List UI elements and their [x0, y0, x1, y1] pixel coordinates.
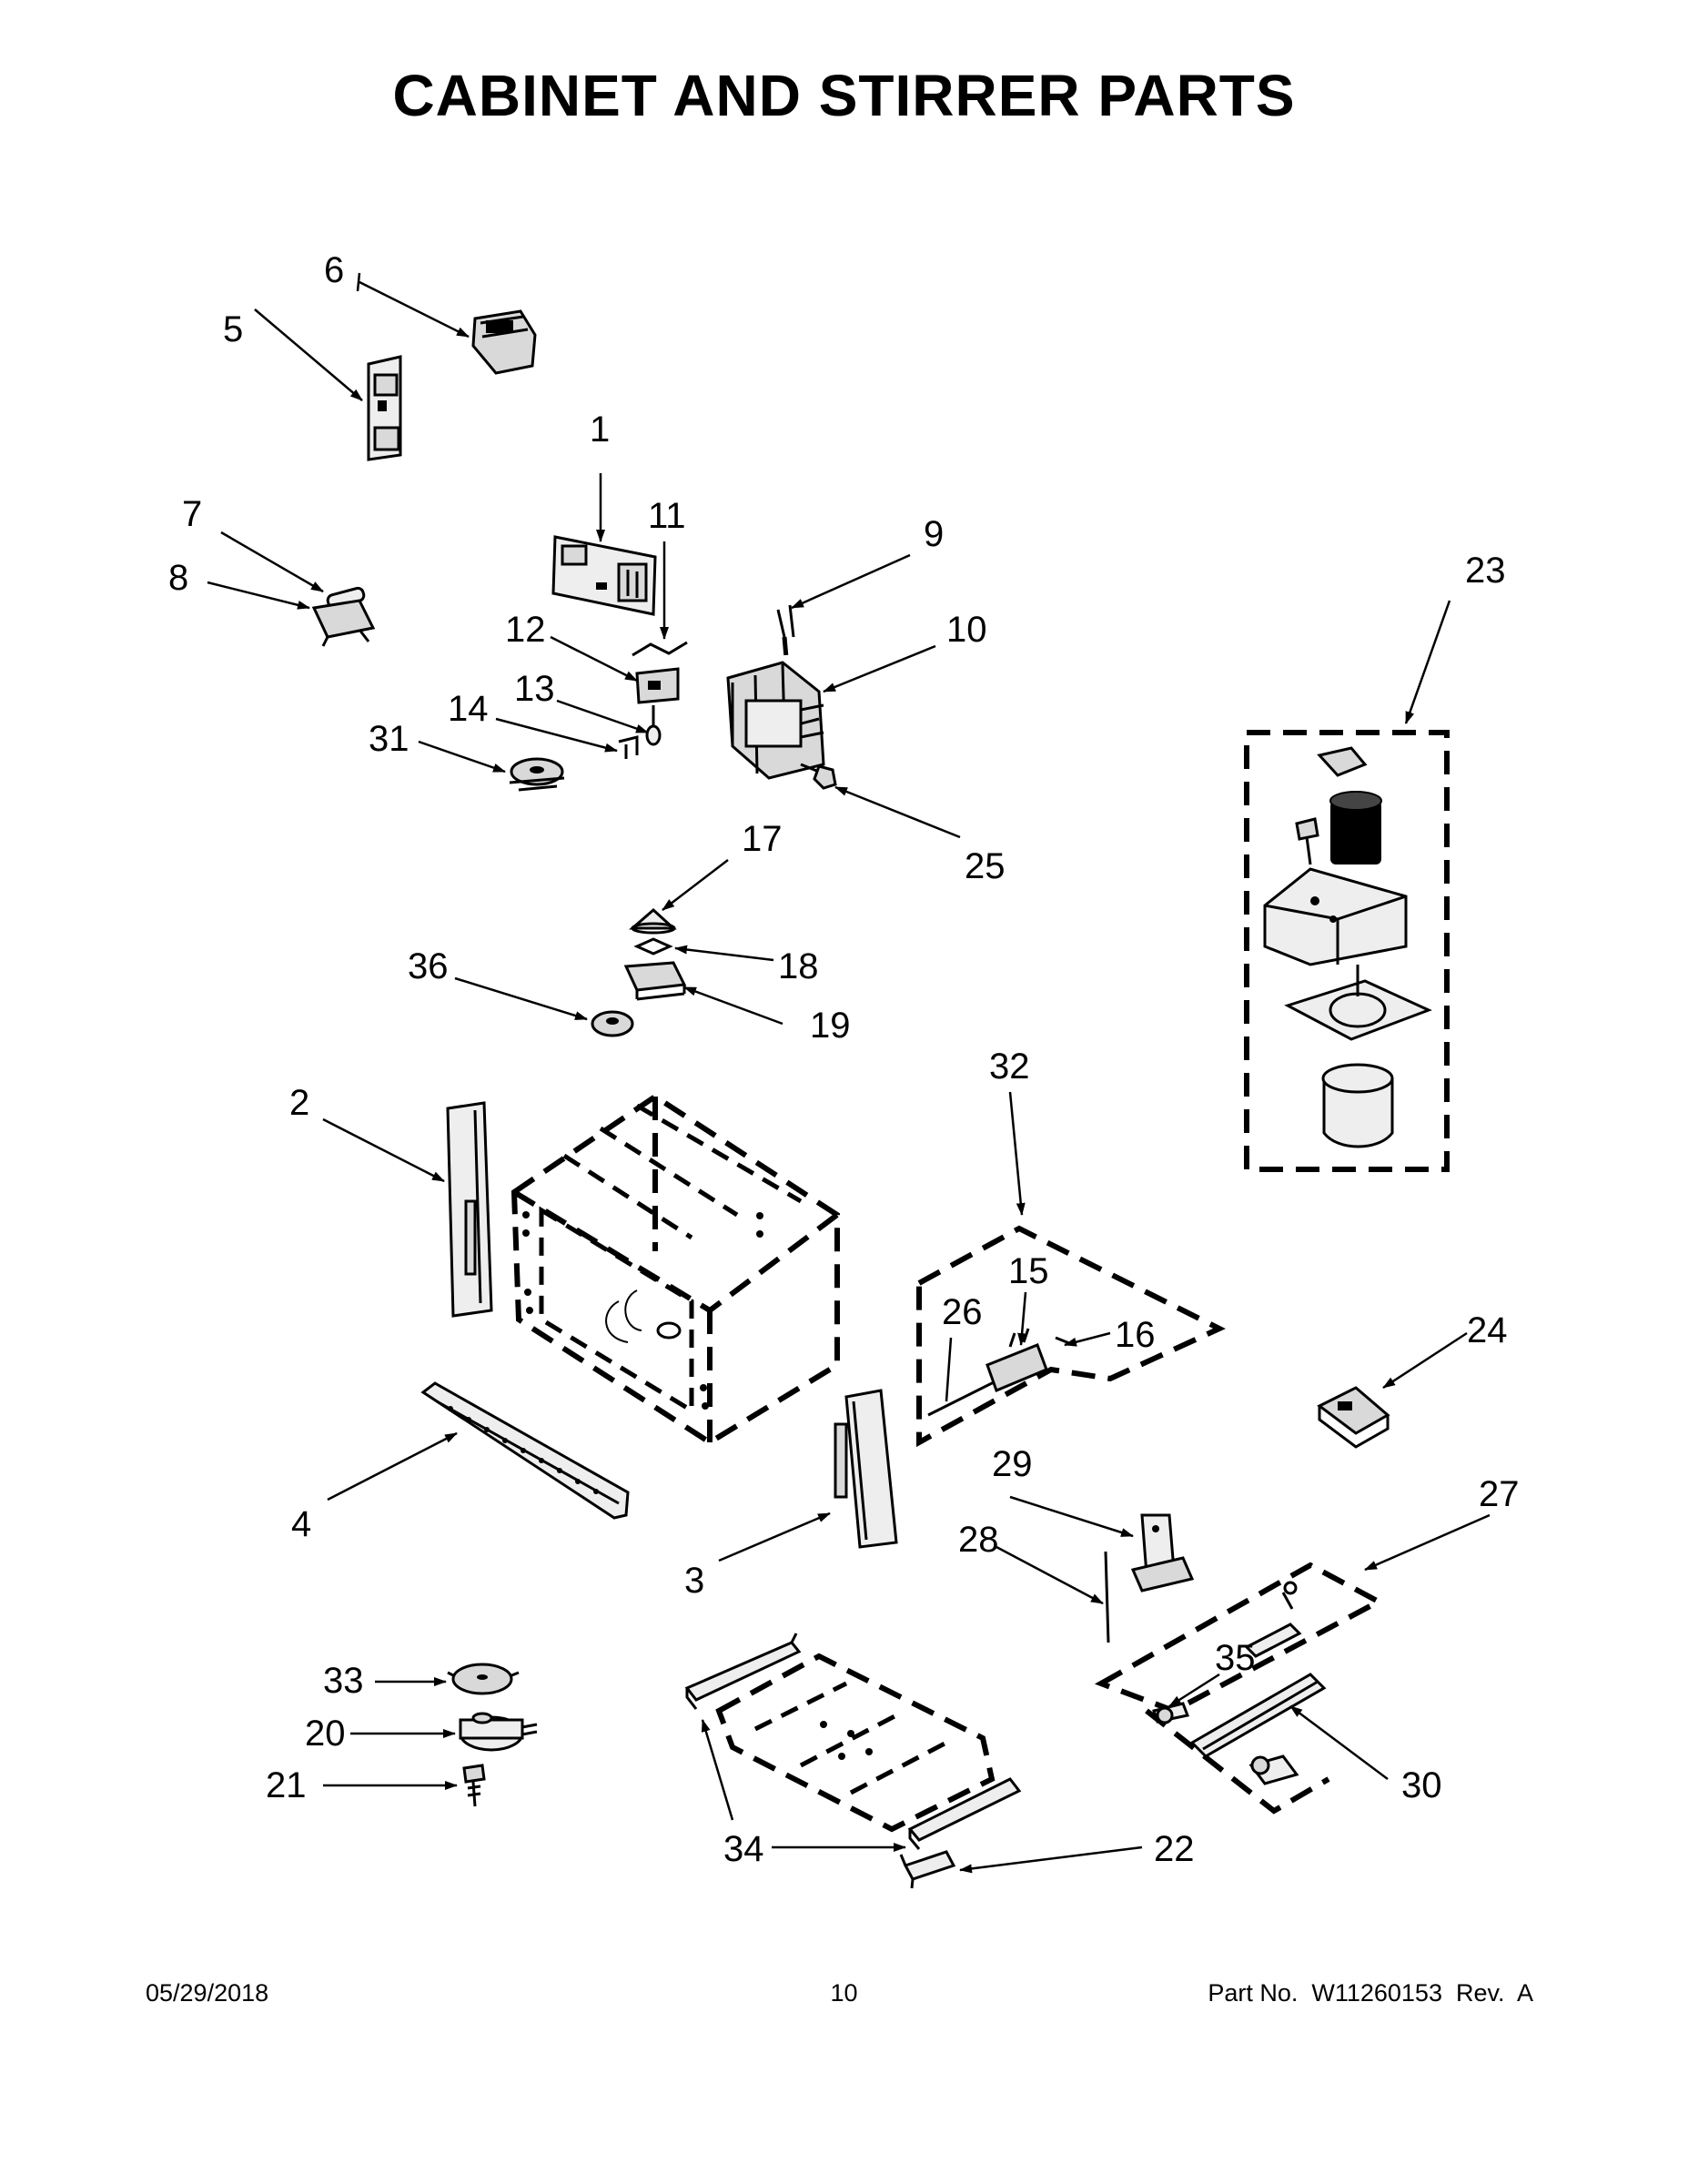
part-13-interlock	[645, 705, 662, 746]
motor-gear	[1329, 791, 1382, 864]
callout-23: 23	[1465, 551, 1506, 591]
callout-5: 5	[223, 309, 243, 349]
callout-34: 34	[723, 1829, 764, 1869]
callout-19: 19	[810, 1006, 851, 1046]
part-5-relay-board	[367, 355, 402, 461]
part-4-bottom-trim	[420, 1381, 630, 1520]
callout-24: 24	[1467, 1310, 1508, 1350]
part-6-relay-cover	[471, 309, 537, 375]
callout-10: 10	[946, 610, 987, 650]
callout-26: 26	[942, 1292, 983, 1332]
callout-8: 8	[168, 558, 188, 598]
part-2-side-trim	[446, 1101, 493, 1318]
callout-33: 33	[323, 1661, 364, 1701]
callout-11: 11	[648, 496, 686, 536]
callout-16: 16	[1115, 1315, 1156, 1355]
part-34-rails-floor	[684, 1633, 1022, 1850]
part-20-turntable-motor	[459, 1712, 538, 1752]
page-title: CABINET AND STIRRER PARTS	[392, 63, 1296, 128]
part-27-drive-assembly	[1094, 1562, 1385, 1815]
callout-25: 25	[965, 846, 1006, 886]
callout-31: 31	[369, 719, 409, 759]
callout-20: 20	[305, 1714, 346, 1754]
callout-35: 35	[1215, 1638, 1256, 1678]
part-8-fuse-holder	[311, 599, 376, 647]
callout-28: 28	[958, 1520, 999, 1560]
part-25-screw	[800, 763, 837, 790]
part-3-side-trim	[834, 1389, 898, 1549]
callout-12: 12	[505, 610, 546, 650]
part-29-bracket	[1130, 1513, 1195, 1592]
callout-21: 21	[266, 1765, 307, 1805]
footer-page-number: 10	[830, 1979, 858, 2007]
callout-29: 29	[992, 1444, 1033, 1484]
cabinet-dashed-outline	[510, 1093, 840, 1446]
callout-36: 36	[408, 946, 449, 986]
callout-27: 27	[1479, 1474, 1520, 1514]
callout-9: 9	[924, 514, 944, 554]
part-1-control-board	[551, 535, 657, 616]
callout-32: 32	[989, 1046, 1030, 1087]
callout-17: 17	[742, 819, 783, 859]
callout-labels: 1 2 3 4 5 6 7 8 9 10 11 12 13 14 15 16 1…	[168, 250, 1520, 1869]
footer-date: 05/29/2018	[146, 1979, 269, 2007]
callout-30: 30	[1401, 1765, 1442, 1805]
part-19-bracket	[623, 961, 687, 1001]
part-36-grommet	[591, 1010, 634, 1037]
part-11-wire-harness	[632, 641, 688, 657]
part-24-bracket	[1317, 1386, 1390, 1449]
part-17-stirrer-cap	[628, 907, 677, 935]
part-21-screw	[462, 1764, 486, 1807]
callout-1: 1	[590, 410, 610, 450]
part-32-bracket-assembly	[916, 1225, 1226, 1448]
part-10-transformer	[726, 661, 825, 780]
callout-18: 18	[778, 946, 819, 986]
part-23-stirrer-motor-assembly	[1244, 730, 1450, 1172]
callout-13: 13	[514, 669, 555, 709]
part-12-switch	[635, 667, 680, 704]
callout-2: 2	[289, 1083, 309, 1123]
part-22-clip	[899, 1850, 956, 1889]
part-31-thermal-cutoff	[509, 757, 565, 792]
part-28-wire	[1104, 1551, 1110, 1643]
callout-14: 14	[448, 689, 489, 729]
callout-7: 7	[182, 494, 202, 534]
callout-22: 22	[1154, 1829, 1195, 1869]
callout-15: 15	[1008, 1251, 1049, 1291]
callout-4: 4	[291, 1504, 311, 1544]
callout-6: 6	[324, 250, 344, 290]
part-14-clip	[618, 735, 639, 759]
footer-part-number: Part No. W11260153 Rev. A	[1208, 1979, 1533, 2007]
part-33-motor-cover	[447, 1663, 520, 1695]
callout-3: 3	[684, 1561, 704, 1601]
part-18-washer	[633, 937, 673, 956]
leader-lines	[207, 272, 1491, 1874]
